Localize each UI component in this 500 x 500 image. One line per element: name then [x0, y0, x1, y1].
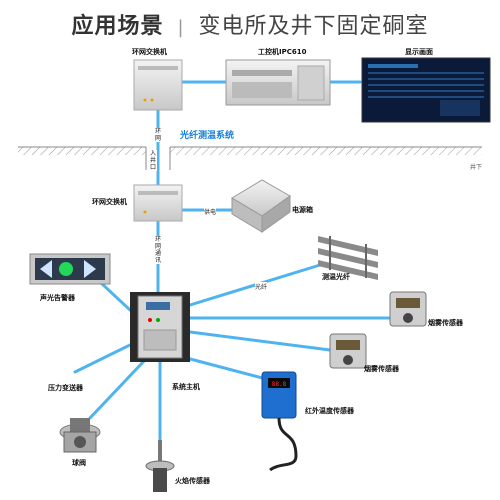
display-screen [361, 57, 491, 123]
label-display: 显示画面 [405, 48, 433, 56]
label-smoke-1: 烟雾传感器 [428, 319, 463, 327]
temp-fiber-coils [318, 236, 378, 280]
page-title: 应用场景 | 变电所及井下固定硐室 [0, 8, 500, 40]
label-ipc: 工控机IPC610 [258, 48, 307, 56]
cables [73, 80, 392, 442]
ir-temp-sensor: 88.8 [261, 371, 298, 472]
title-separator: | [177, 17, 185, 38]
label-host: 系统主机 [172, 383, 200, 391]
label-temp-fiber: 测温光纤 [322, 273, 350, 281]
ring-switch-top [133, 59, 183, 111]
power-box [231, 179, 291, 233]
ball-valve [59, 418, 101, 453]
label-smoke-2: 烟雾传感器 [364, 365, 399, 373]
label-pressure: 压力变送器 [48, 384, 83, 392]
label-sound-light: 声光告警器 [40, 294, 75, 302]
ground-line [18, 146, 482, 170]
flame-sensor [145, 440, 175, 492]
label-ir-temp: 红外温度传感器 [305, 407, 354, 415]
label-power-box: 电源箱 [292, 206, 313, 214]
title-main: 应用场景 [71, 14, 164, 39]
label-ball-valve: 球阀 [72, 459, 86, 467]
label-fiber-system: 光纤测温系统 [180, 131, 235, 141]
line-label-fiber-1: 环网 [154, 128, 162, 142]
system-host [130, 292, 190, 362]
ipc-computer [225, 59, 331, 106]
label-flame: 火焰传感器 [175, 477, 210, 485]
label-ring-switch-mid: 环网交换机 [92, 198, 127, 206]
smoke-sensor-1 [389, 291, 427, 327]
title-subtitle: 变电所及井下固定硐室 [198, 14, 429, 39]
sound-light-alarm [29, 253, 111, 285]
line-label-fiber-2: 入井口 [149, 150, 157, 171]
line-label-fiber-3: 光纤 [255, 282, 268, 291]
label-ring-switch-top: 环网交换机 [132, 48, 167, 56]
label-underground: 井下 [470, 164, 483, 171]
line-label-power: 供电 [204, 207, 217, 216]
smoke-sensor-2 [329, 333, 367, 369]
svg-text:88.8: 88.8 [272, 381, 287, 388]
ring-switch-mid [133, 184, 183, 222]
line-label-comm: 环网通讯 [154, 236, 162, 264]
